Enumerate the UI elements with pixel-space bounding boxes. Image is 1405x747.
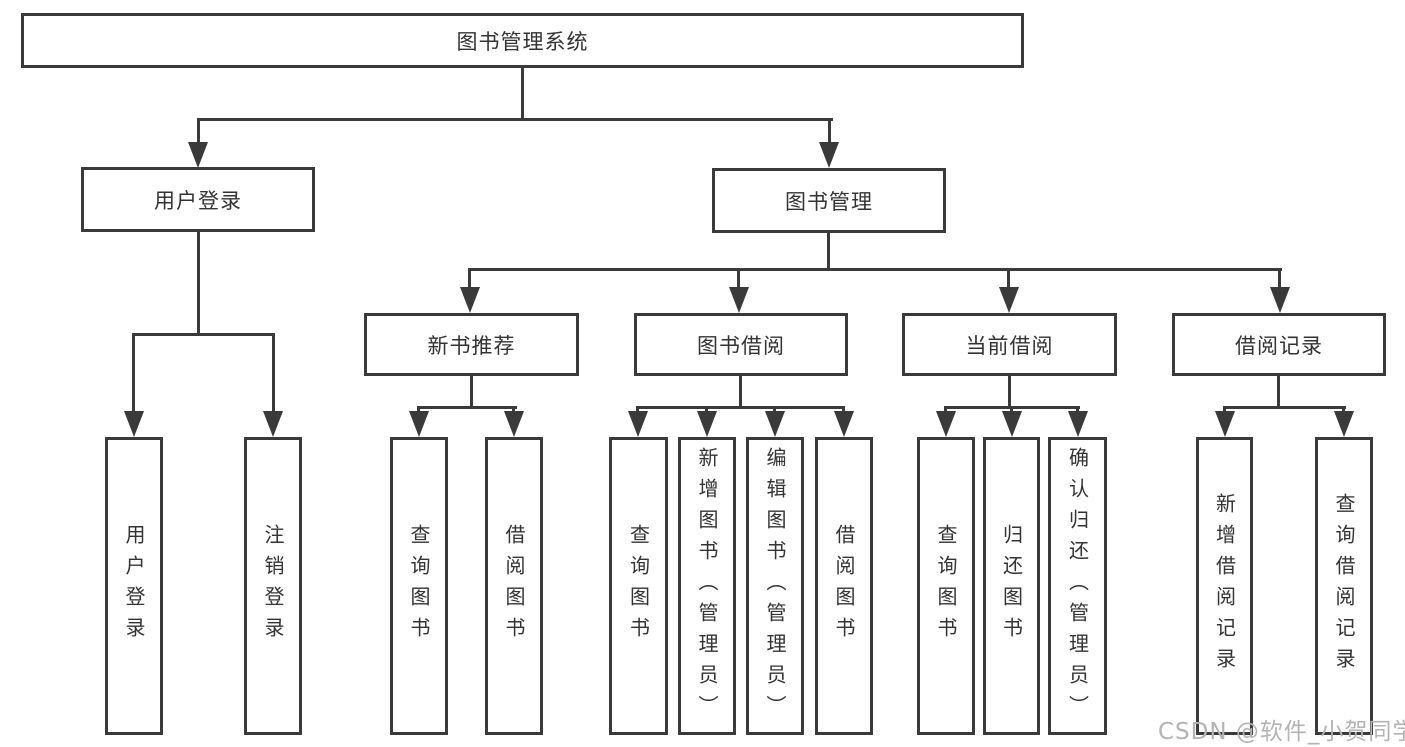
node-current-borrow-label: 当前借阅 — [965, 333, 1054, 358]
arrow-down-icon — [1068, 411, 1088, 437]
leaf-confirm-return-admin-label: 确认归还（管理员） — [1065, 446, 1090, 726]
node-new-book-recommend: 新书推荐 — [364, 313, 579, 376]
leaf-return-book: 归还图书 — [983, 437, 1040, 735]
connector-line — [521, 67, 524, 120]
connector-line — [1007, 268, 1010, 290]
connector-line — [197, 118, 200, 146]
connector-line — [1278, 268, 1281, 290]
node-borrow-records: 借阅记录 — [1172, 313, 1386, 376]
connector-line — [1223, 406, 1346, 409]
arrow-down-icon — [188, 142, 208, 168]
leaf-borrow-books-recommend: 借阅图书 — [485, 437, 543, 735]
connector-line — [1076, 406, 1079, 414]
leaf-query-books-recommend: 查询图书 — [390, 437, 448, 735]
connector-line — [272, 333, 275, 412]
leaf-edit-book-admin: 编辑图书（管理员） — [746, 437, 804, 735]
arrow-down-icon — [834, 411, 854, 437]
connector-line — [842, 406, 845, 414]
connector-line — [828, 118, 831, 146]
connector-line — [773, 406, 776, 414]
connector-line — [636, 406, 639, 414]
connector-line — [739, 375, 742, 408]
arrow-down-icon — [1334, 411, 1354, 437]
node-current-borrow: 当前借阅 — [902, 313, 1117, 376]
arrow-down-icon — [1002, 411, 1022, 437]
connector-line — [197, 232, 200, 335]
arrow-down-icon — [999, 287, 1019, 313]
node-book-borrow-label: 图书借阅 — [697, 333, 785, 358]
leaf-query-books-current-label: 查询图书 — [934, 524, 958, 648]
leaf-query-borrow-record: 查询借阅记录 — [1315, 437, 1373, 735]
leaf-query-books-current: 查询图书 — [917, 437, 975, 735]
leaf-return-book-label: 归还图书 — [999, 524, 1024, 648]
connector-line — [132, 333, 135, 412]
leaf-query-books-borrow: 查询图书 — [609, 437, 668, 735]
node-new-book-recommend-label: 新书推荐 — [427, 333, 516, 358]
arrow-down-icon — [765, 411, 785, 437]
leaf-logout-label: 注销登录 — [261, 524, 285, 648]
connector-line — [470, 375, 473, 408]
connector-line — [469, 268, 1282, 271]
leaf-add-book-admin: 新增图书（管理员） — [678, 437, 736, 735]
node-user-login-label: 用户登录 — [154, 188, 242, 213]
arrow-down-icon — [819, 142, 839, 168]
arrow-down-icon — [697, 411, 717, 437]
watermark: CSDN @软件_小贺同学 — [1158, 719, 1405, 745]
node-root: 图书管理系统 — [21, 13, 1024, 68]
arrow-down-icon — [936, 411, 956, 437]
leaf-query-books-borrow-label: 查询图书 — [626, 524, 651, 648]
connector-line — [132, 333, 275, 336]
connector-line — [1223, 406, 1226, 414]
node-root-label: 图书管理系统 — [456, 29, 589, 54]
connector-line — [636, 406, 845, 409]
leaf-confirm-return-admin: 确认归还（管理员） — [1048, 437, 1107, 735]
connector-line — [512, 406, 515, 414]
arrow-down-icon — [124, 411, 144, 437]
arrow-down-icon — [409, 411, 429, 437]
arrow-down-icon — [1215, 411, 1235, 437]
leaf-query-borrow-record-label: 查询借阅记录 — [1332, 493, 1356, 679]
leaf-borrow-books: 借阅图书 — [815, 437, 873, 735]
leaf-edit-book-admin-label: 编辑图书（管理员） — [763, 446, 787, 726]
connector-line — [737, 268, 740, 290]
leaf-add-borrow-record-label: 新增借阅记录 — [1212, 493, 1237, 679]
connector-line — [1008, 375, 1011, 408]
connector-line — [417, 406, 420, 414]
leaf-borrow-books-label: 借阅图书 — [832, 524, 856, 648]
node-book-management: 图书管理 — [712, 168, 946, 233]
connector-line — [468, 268, 471, 290]
connector-line — [197, 118, 833, 121]
leaf-logout: 注销登录 — [244, 437, 302, 735]
arrow-down-icon — [460, 287, 480, 313]
leaf-user-login: 用户登录 — [105, 437, 163, 735]
leaf-add-borrow-record: 新增借阅记录 — [1196, 437, 1253, 735]
arrow-down-icon — [628, 411, 648, 437]
connector-line — [1277, 375, 1280, 408]
arrow-down-icon — [1270, 287, 1290, 313]
leaf-query-books-recommend-label: 查询图书 — [407, 524, 431, 648]
connector-line — [827, 232, 830, 270]
connector-line — [944, 406, 947, 414]
connector-line — [705, 406, 708, 414]
connector-line — [1010, 406, 1013, 414]
connector-line — [1342, 406, 1345, 414]
node-borrow-records-label: 借阅记录 — [1235, 333, 1323, 358]
leaf-borrow-books-recommend-label: 借阅图书 — [502, 524, 526, 648]
leaf-add-book-admin-label: 新增图书（管理员） — [695, 446, 719, 726]
connector-line — [417, 406, 517, 409]
arrow-down-icon — [729, 287, 749, 313]
arrow-down-icon — [504, 411, 524, 437]
arrow-down-icon — [263, 411, 283, 437]
node-book-management-label: 图书管理 — [785, 189, 873, 214]
node-user-login: 用户登录 — [81, 167, 315, 232]
leaf-user-login-label: 用户登录 — [122, 524, 146, 648]
node-book-borrow: 图书借阅 — [634, 313, 848, 376]
